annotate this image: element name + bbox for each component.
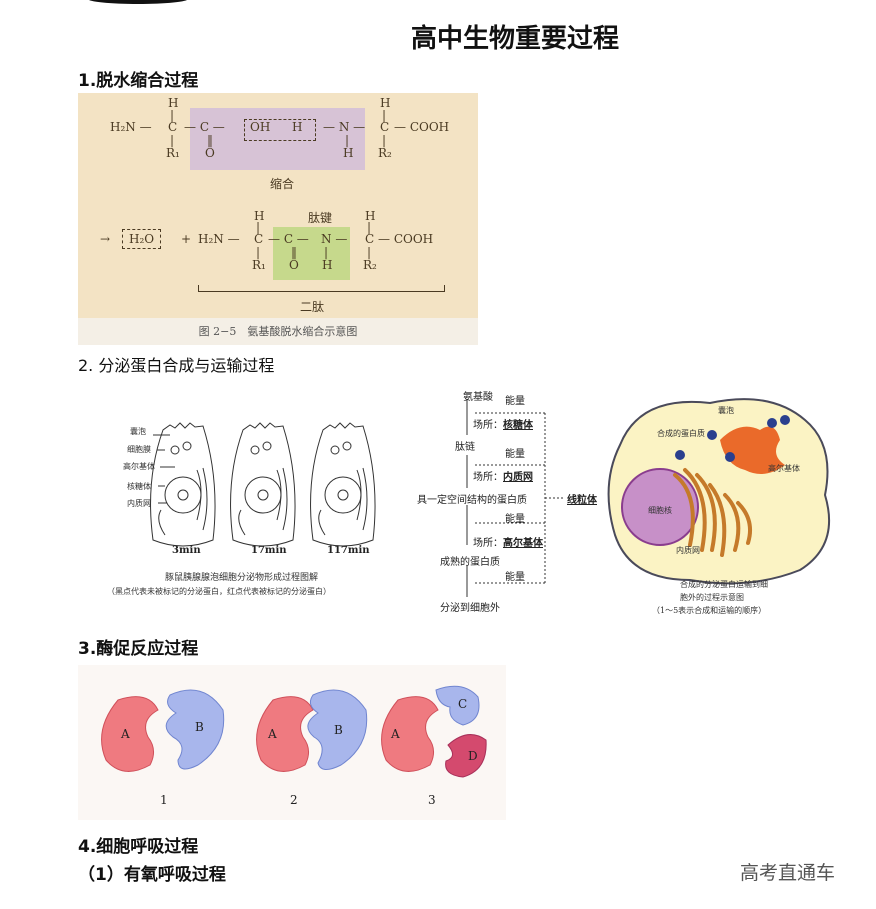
secretory-pathway-cell-figure: 囊泡 合成的蛋白质 高尔基体 细胞核 内质网 合成的分泌蛋白运输到细 胞外的过程… [600, 385, 840, 615]
time-label: 117min [327, 545, 370, 556]
label-golgi: 高尔基体 [768, 464, 800, 473]
label-nucleus: 细胞核 [648, 506, 672, 515]
condensation-highlight [190, 108, 365, 170]
cell-illustration [607, 398, 831, 585]
label-ribosome: 核糖体 [127, 482, 151, 491]
secretion-flowchart: 氨基酸 能量 场所：核糖体 肽链 能量 场所：内质网 具一定空间结构的蛋白质 线… [415, 385, 605, 615]
figure-caption-note: （黑点代表未被标记的分泌蛋白，红点代表被标记的分泌蛋白） [107, 587, 331, 596]
reaction-arrow: → [100, 232, 111, 246]
formula-text: H [322, 258, 333, 272]
formula-text: O [289, 258, 299, 272]
formula-text: R₂ [363, 258, 377, 272]
step-number: 3 [428, 793, 436, 807]
formula-text: N — [321, 232, 348, 246]
formula-text: + [181, 232, 192, 246]
site-er: 内质网 [503, 472, 533, 483]
flow-arrows [466, 399, 563, 597]
step-number: 1 [160, 793, 168, 807]
watermark: 高考直通车 [740, 862, 836, 884]
site-label: 场所： [473, 538, 503, 549]
formula-text: H₂N — [198, 232, 240, 246]
subsection-aerobic: （1）有氧呼吸过程 [78, 865, 226, 885]
section-3-heading: 3.酶促反应过程 [78, 639, 199, 659]
label-vesicle: 囊泡 [718, 406, 734, 415]
dipeptide-label: 二肽 [300, 300, 325, 314]
enzyme-label: A [121, 727, 130, 741]
formula-text: OH [250, 120, 271, 134]
section-2-heading: 2. 分泌蛋白合成与运输过程 [78, 356, 275, 375]
time-label: 3min [172, 545, 201, 556]
peptide-bond-highlight [273, 227, 350, 280]
label-er: 内质网 [676, 546, 700, 555]
enzyme-label: A [268, 727, 277, 741]
flow-step-mature-protein: 成熟的蛋白质 [440, 557, 500, 568]
figure-caption: 胞外的过程示意图 [680, 593, 744, 602]
formula-text: — C — [184, 120, 225, 134]
product-label: C [458, 697, 468, 711]
secretion-time-course-figure: 囊泡 细胞膜 高尔基体 核糖体 内质网 3min 17min 117min 豚鼠… [107, 390, 405, 615]
formula-text: C [254, 232, 264, 246]
product-label: D [468, 749, 478, 763]
substrate-label: B [334, 723, 343, 737]
figure-caption-note: （1～5表示合成和运输的顺序） [652, 606, 767, 615]
step-number: 2 [290, 793, 298, 807]
flow-energy: 能量 [505, 514, 525, 525]
flow-step-amino-acid: 氨基酸 [463, 392, 493, 403]
site-ribosome: 核糖体 [503, 420, 533, 431]
time-label: 17min [251, 545, 287, 556]
dipeptide-brace [198, 285, 445, 292]
section-1-heading: 1.脱水缩合过程 [78, 71, 199, 91]
flow-step-secreted: 分泌到细胞外 [440, 603, 500, 614]
dehydration-condensation-figure: H₂N — H | C | R₁ — C — ‖ O OH H — N — | … [78, 93, 478, 345]
formula-text: H [365, 209, 376, 223]
site-label: 场所： [473, 472, 503, 483]
flow-energy: 能量 [505, 572, 525, 583]
substrate-label: B [195, 720, 204, 734]
enzyme-shapes [101, 685, 487, 778]
water-removed-box [244, 119, 316, 141]
flow-step-peptide: 肽链 [455, 442, 475, 453]
formula-text: H [343, 146, 354, 160]
label-golgi: 高尔基体 [123, 462, 155, 471]
formula-text: H [292, 120, 303, 134]
cell-drawings [150, 422, 376, 547]
formula-text: H [380, 96, 391, 110]
page-title: 高中生物重要过程 [410, 24, 619, 54]
formula-text: H₂N — [110, 120, 152, 134]
formula-text: — C — [268, 232, 309, 246]
formula-text: C [380, 120, 390, 134]
site-label: 场所： [473, 420, 503, 431]
formula-text: H [168, 96, 179, 110]
section-4-heading: 4.细胞呼吸过程 [78, 837, 199, 857]
label-vesicle: 囊泡 [130, 427, 146, 436]
mitochondria-label: 线粒体 [567, 495, 597, 506]
formula-text: — COOH [378, 232, 434, 246]
label-synthesized-protein: 合成的蛋白质 [657, 429, 705, 438]
label-er: 内质网 [127, 499, 151, 508]
figure-caption: 豚鼠胰腺腺泡细胞分泌物形成过程图解 [165, 573, 319, 583]
figure-caption: 合成的分泌蛋白运输到细 [680, 580, 768, 589]
peptide-bond-label: 肽键 [308, 211, 333, 225]
formula-text: — COOH [394, 120, 450, 134]
flow-step-folded-protein: 具一定空间结构的蛋白质 [417, 495, 527, 506]
formula-text: — N — [323, 120, 366, 134]
formula-text: R₂ [378, 146, 392, 160]
label-cell-membrane: 细胞膜 [127, 445, 151, 454]
flow-energy: 能量 [505, 449, 525, 460]
ink-blot [88, 0, 188, 4]
formula-text: R₁ [166, 146, 180, 160]
site-golgi: 高尔基体 [503, 538, 543, 549]
formula-text: C [365, 232, 375, 246]
formula-text: O [205, 146, 215, 160]
formula-text: R₁ [252, 258, 266, 272]
figure-caption: 图 2−5 氨基酸脱水缩合示意图 [78, 318, 478, 345]
formula-text: C [168, 120, 178, 134]
enzyme-reaction-figure: A B A B A C D 1 2 3 [78, 665, 506, 820]
flow-energy: 能量 [505, 396, 525, 407]
water-product: H₂O [122, 229, 162, 249]
enzyme-label: A [391, 727, 400, 741]
formula-text: H [254, 209, 265, 223]
condensation-label: 缩合 [270, 177, 295, 191]
